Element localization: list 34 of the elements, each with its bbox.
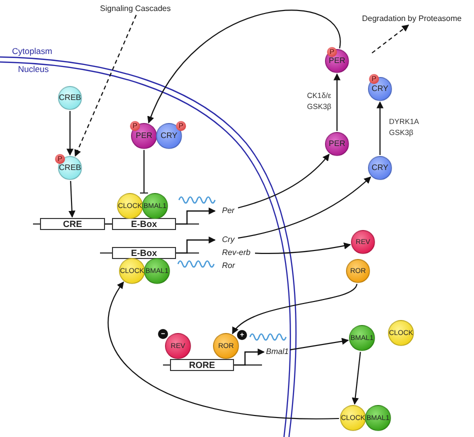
transcription-start-arrow (234, 348, 265, 366)
arrow (108, 282, 339, 420)
arrow (334, 73, 340, 131)
arrow (238, 154, 330, 208)
transcription-start-arrow (176, 208, 216, 225)
arrow (68, 180, 76, 218)
e-box-element: E-Box (112, 247, 176, 259)
compartment-label: Cytoplasm (12, 47, 52, 56)
cry-protein: CRY (368, 156, 392, 180)
gene-name: Ror (222, 260, 238, 271)
rore-element: RORE (170, 359, 234, 371)
arrow (290, 338, 349, 350)
arrow (232, 284, 358, 334)
arrow (254, 242, 351, 254)
gene-name: Per (215, 205, 237, 217)
transcription-start-arrow (176, 236, 216, 254)
arrow (74, 14, 137, 157)
inhibition-line (139, 150, 149, 194)
creb-protein: CREB (58, 86, 82, 110)
arrow (66, 111, 74, 156)
arrow (372, 24, 410, 54)
arrow (376, 101, 384, 155)
gene-name: Rev-erb (222, 247, 254, 258)
arrow (352, 352, 361, 405)
cre-element: CRE (40, 218, 105, 230)
arrow (148, 10, 340, 124)
per-protein: PER (325, 132, 349, 156)
arrow (238, 176, 372, 239)
gene-name: Cry (215, 234, 237, 246)
compartment-label: Nucleus (18, 65, 49, 74)
process-label: Degradation by Proteasome (362, 13, 472, 24)
gene-name: Bmal1 (264, 346, 289, 358)
process-label: Signaling Cascades (100, 3, 178, 14)
e-box-element: E-Box (112, 218, 176, 230)
